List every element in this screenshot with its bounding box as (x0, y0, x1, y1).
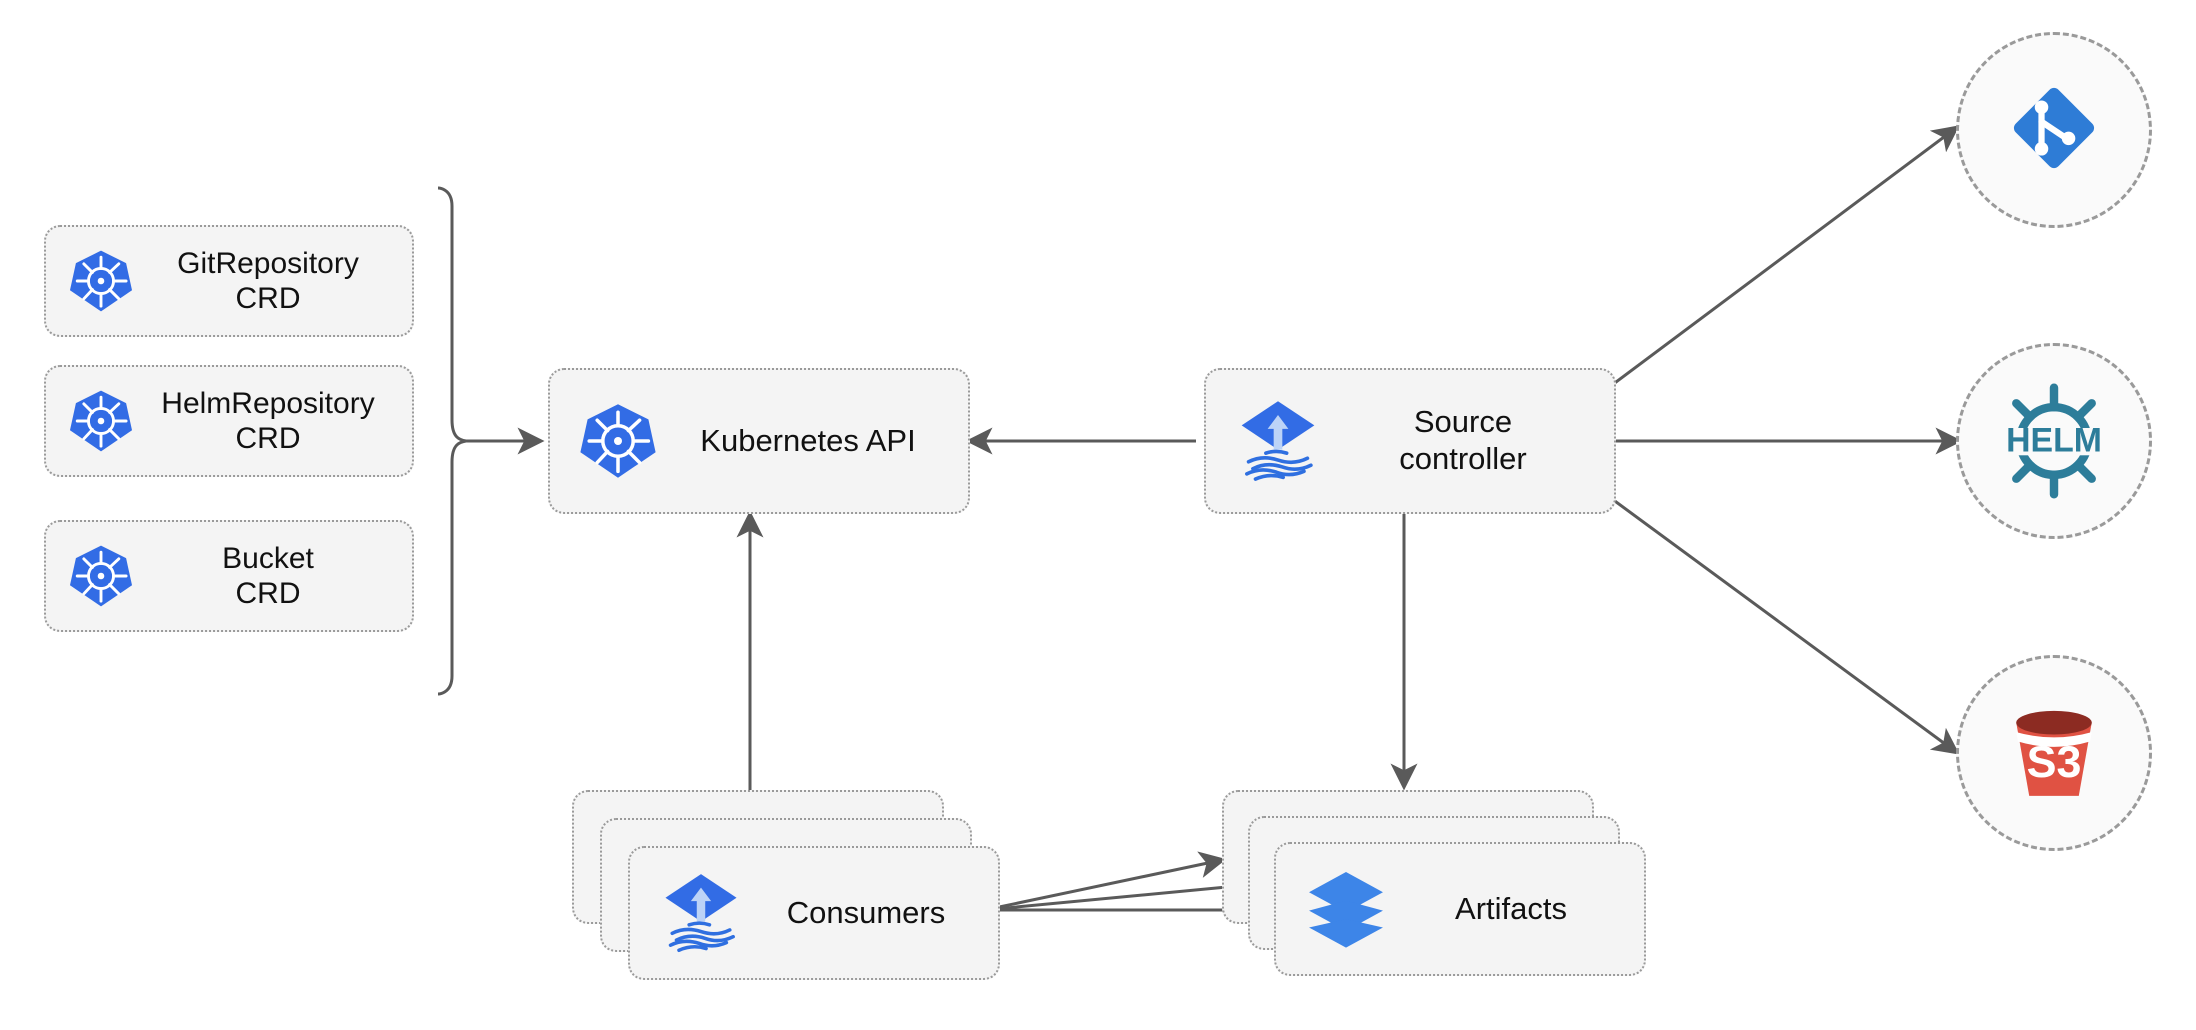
crd-card-label: GitRepository CRD (177, 246, 359, 315)
flux-icon (1234, 396, 1322, 486)
helm-label: HELM (2006, 421, 2102, 459)
kubernetes-icon (578, 401, 658, 481)
node-label-consumers: Consumers (786, 894, 946, 930)
crd-card-bucket[interactable]: Bucket CRD (44, 520, 414, 632)
source-circle-helm[interactable]: HELM (1956, 343, 2152, 539)
kubernetes-icon (68, 248, 134, 314)
crd-card-git-repository[interactable]: GitRepository CRD (44, 225, 414, 337)
source-circle-s3[interactable]: S3 (1956, 655, 2152, 851)
s3-label: S3 (2027, 735, 2082, 786)
crd-card-label: Bucket CRD (222, 541, 314, 610)
kubernetes-icon (68, 388, 134, 454)
node-label-kubernetes-api: Kubernetes API (700, 422, 916, 458)
crd-group-bracket (437, 186, 467, 696)
node-source-controller[interactable]: Source controller (1204, 368, 1616, 514)
kubernetes-icon (68, 543, 134, 609)
edge-consumers-to-artifact-2 (984, 873, 1253, 912)
flux-icon (658, 869, 744, 957)
consumers-stack-layer-front[interactable]: Consumers (628, 846, 1000, 980)
helm-icon: HELM (1989, 376, 2119, 506)
git-icon (2002, 76, 2106, 185)
edge-source-controller-to-git (1607, 125, 1960, 390)
crd-card-helm-repository[interactable]: HelmRepository CRD (44, 365, 414, 477)
edge-consumers-to-artifact-1 (984, 851, 1227, 912)
crd-card-label: HelmRepository CRD (161, 386, 375, 455)
edge-source-controller-to-s3 (1607, 494, 1960, 755)
artifacts-stack-layer-front[interactable]: Artifacts (1274, 842, 1646, 976)
node-label-source-controller: Source controller (1399, 404, 1527, 476)
node-label-artifacts: Artifacts (1455, 890, 1567, 926)
source-circle-git[interactable] (1956, 32, 2152, 228)
layers-icon (1304, 867, 1388, 951)
s3-icon: S3 (1995, 692, 2113, 815)
node-kubernetes-api[interactable]: Kubernetes API (548, 368, 970, 514)
